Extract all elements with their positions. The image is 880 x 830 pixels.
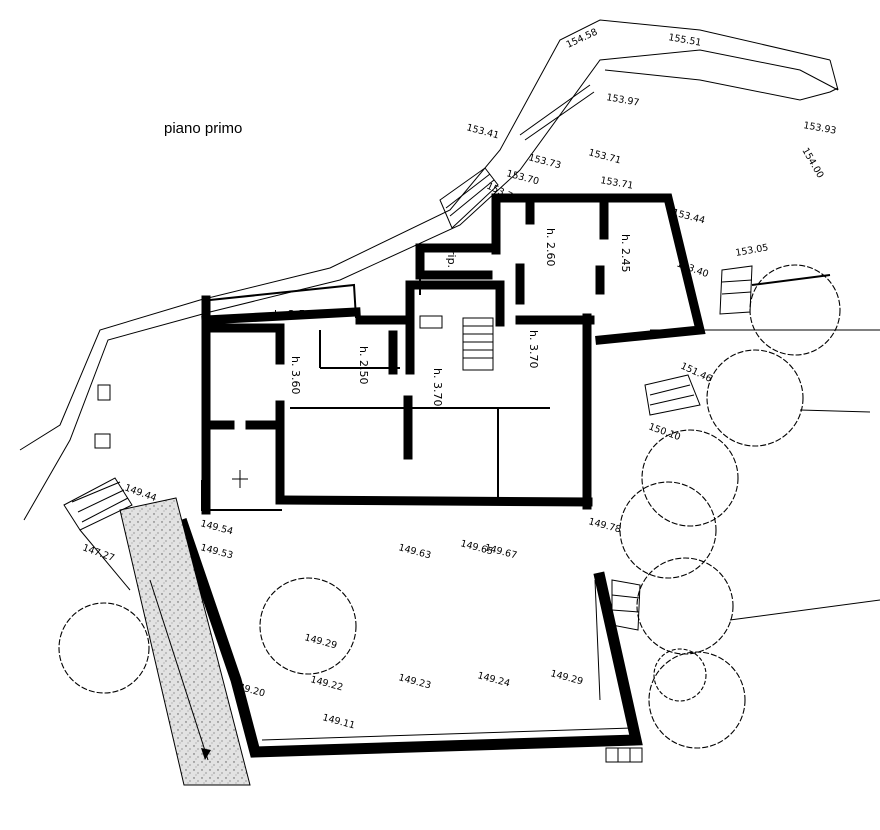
elev-149-22: 149.22 bbox=[309, 674, 344, 693]
elev-150-10: 150.10 bbox=[647, 421, 682, 443]
courtyard-walls bbox=[176, 518, 643, 758]
elev-147-27: 147.27 bbox=[81, 542, 116, 564]
room-label-r8: rip. bbox=[445, 250, 458, 268]
building-walls bbox=[201, 193, 706, 515]
elev-149-29b: 149.29 bbox=[549, 668, 584, 687]
room-label-r3: h. 3.60 bbox=[289, 356, 302, 394]
room-label-r6: h. 2.60 bbox=[544, 228, 557, 266]
room-label-r2: h. 2.50 bbox=[357, 346, 370, 384]
upper-stairs bbox=[439, 167, 499, 229]
elev-153-70: 153.70 bbox=[505, 168, 540, 187]
left-stair bbox=[63, 477, 133, 591]
elev-149-78: 149.78 bbox=[587, 516, 622, 535]
elev-149-63: 149.63 bbox=[397, 542, 432, 561]
elev-153-71b: 153.71 bbox=[599, 175, 634, 192]
elev-149-24: 149.24 bbox=[476, 670, 511, 689]
elev-153-41: 153.41 bbox=[465, 122, 500, 141]
elev-153-93: 153.93 bbox=[802, 120, 837, 137]
elev-149-54: 149.54 bbox=[199, 518, 234, 537]
elev-153-71: 153.71 bbox=[587, 147, 622, 166]
elev-149-23: 149.23 bbox=[397, 672, 432, 691]
room-label-r1: h. 2.50 bbox=[274, 308, 312, 321]
room-labels: h. 2.50 h. 2.50 h. 3.60 h. 3.70 h. 3.70 … bbox=[274, 228, 632, 406]
interior-stair bbox=[419, 315, 494, 371]
elev-154-00: 154.00 bbox=[799, 146, 825, 180]
right-stairs bbox=[605, 265, 880, 763]
elev-154-58: 154.58 bbox=[565, 27, 600, 51]
plan-title: piano primo bbox=[164, 120, 242, 137]
elev-153-05: 153.05 bbox=[735, 242, 770, 259]
road-boundary bbox=[19, 19, 839, 521]
elev-153-97: 153.97 bbox=[605, 92, 640, 109]
elev-149-44: 149.44 bbox=[123, 482, 158, 504]
elev-149-11: 149.11 bbox=[321, 712, 356, 731]
room-label-r5: h. 3.70 bbox=[527, 330, 540, 368]
elev-149-53: 149.53 bbox=[199, 542, 234, 561]
room-label-r4: h. 3.70 bbox=[431, 368, 444, 406]
elev-149-67: 149.67 bbox=[483, 542, 518, 561]
elev-155-51: 155.51 bbox=[667, 32, 702, 49]
trees bbox=[58, 264, 841, 749]
gravel-ramp bbox=[119, 497, 251, 786]
elev-153-40: 153.40 bbox=[675, 258, 710, 280]
room-label-r7: h. 2.45 bbox=[619, 234, 632, 272]
elev-149-29: 149.29 bbox=[303, 632, 338, 651]
elev-153-73: 153.73 bbox=[527, 152, 562, 171]
elev-151-46: 151.46 bbox=[679, 361, 714, 385]
